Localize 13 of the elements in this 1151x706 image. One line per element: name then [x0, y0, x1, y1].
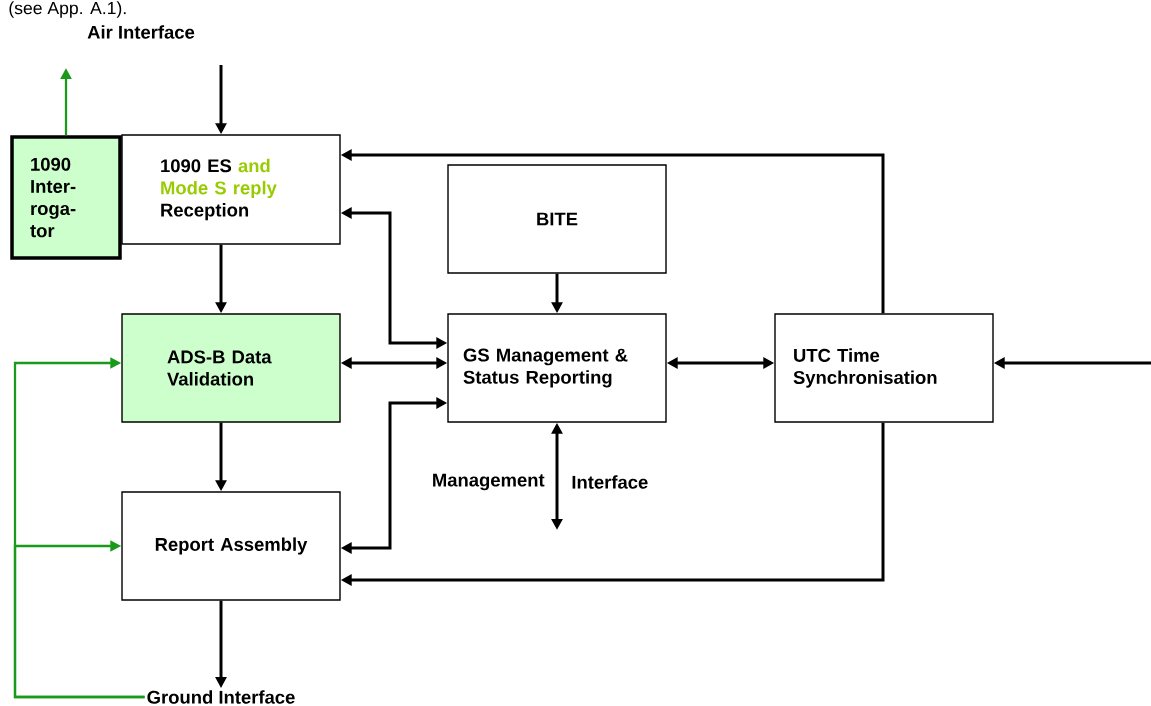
process-box: 1090 ES and Mode S reply Reception: [121, 134, 341, 245]
process-box: ADS-B Data Validation: [121, 313, 341, 423]
arrow: [13, 540, 145, 699]
interface-label: Ground Interface: [147, 690, 295, 704]
note-text: (see App. A.1).: [9, 1, 126, 18]
interface-label: Management: [433, 473, 545, 491]
process-box: UTC Time Synchronisation: [774, 313, 994, 423]
process-box: 1090 Inter- roga- tor: [10, 135, 122, 260]
process-box: BITE: [447, 164, 667, 274]
process-box: GS Management & Status Reporting: [447, 313, 667, 423]
interface-label: Interface: [572, 475, 648, 489]
process-box: Report Assembly: [121, 491, 341, 601]
interface-label: Air Interface: [87, 25, 195, 39]
